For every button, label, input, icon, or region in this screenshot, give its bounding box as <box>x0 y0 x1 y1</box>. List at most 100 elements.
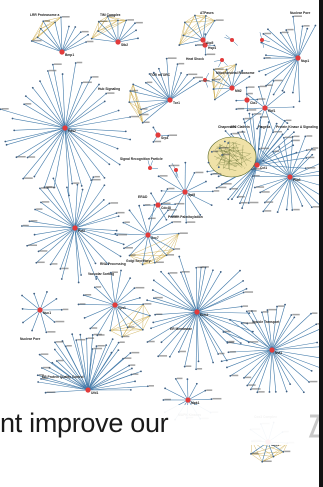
leaf-node <box>125 19 128 22</box>
leaf-node <box>182 34 185 37</box>
core-edge <box>183 15 196 36</box>
leaf-node <box>195 266 198 269</box>
leaf-label-mark <box>168 209 177 211</box>
leaf-node <box>41 367 43 369</box>
hub-node <box>202 42 208 48</box>
spoke-edge <box>271 349 312 372</box>
leaf-label-mark <box>140 113 149 116</box>
spoke-edge <box>297 26 303 59</box>
spoke-edge <box>49 367 89 391</box>
leaf-node <box>278 146 281 148</box>
cluster-title: LRR Proteasome a <box>30 13 59 17</box>
spoke-edge <box>256 164 306 169</box>
leaf-label-mark <box>179 350 186 353</box>
spoke-edge <box>251 169 291 178</box>
leaf-node <box>235 99 238 102</box>
spoke-edge <box>148 204 159 219</box>
leaf-label-mark <box>169 134 178 136</box>
leaf-node <box>85 41 87 43</box>
core-edge <box>250 453 274 457</box>
spoke-edge <box>271 306 278 351</box>
hub-node <box>145 232 151 238</box>
leaf-node <box>55 297 58 300</box>
spoke-edge <box>64 77 92 129</box>
hub-node <box>244 97 250 103</box>
spoke-edge <box>231 76 250 89</box>
spoke-edge <box>32 87 66 129</box>
spoke-edge <box>94 287 116 306</box>
leaf-node <box>247 202 250 204</box>
video-caption-band: nt improve our <box>0 405 323 445</box>
spoke-edge <box>169 80 201 101</box>
leaf-node <box>160 270 162 273</box>
cluster-title: AP2 Clathrin <box>230 125 250 129</box>
leaf-node <box>59 267 62 270</box>
spoke-edge <box>114 270 122 306</box>
leaf-node <box>95 278 98 280</box>
leaf-node <box>60 16 62 19</box>
leaf-node <box>139 114 141 116</box>
dense-cluster-layer <box>207 136 257 178</box>
leaf-node <box>289 383 292 386</box>
spoke-edge <box>64 127 92 181</box>
core-edge <box>139 109 142 116</box>
leaf-node <box>213 19 216 22</box>
leaf-node <box>60 278 63 280</box>
leaf-node <box>128 209 131 212</box>
leaf-node <box>274 391 277 393</box>
leaf-node <box>199 214 202 216</box>
leaf-node <box>272 131 275 134</box>
leaf-label-mark <box>38 374 44 376</box>
spoke-edge <box>39 298 57 311</box>
leaf-node <box>281 89 284 92</box>
leaf-node <box>117 19 119 22</box>
spoke-edge <box>114 287 135 306</box>
leaf-node <box>276 305 278 308</box>
leaf-label-mark <box>292 139 300 142</box>
leaf-label-mark <box>262 311 269 313</box>
hub-node <box>254 162 260 168</box>
spoke-edge <box>153 280 198 313</box>
leaf-node <box>276 211 279 213</box>
screen-edge <box>319 0 323 487</box>
leaf-node <box>168 164 171 167</box>
leaf-node <box>40 378 42 380</box>
core-edge <box>122 327 128 338</box>
core-edge <box>213 69 216 100</box>
core-edge <box>132 84 141 116</box>
spoke-edge <box>265 57 299 76</box>
leaf-label-mark <box>306 135 313 137</box>
spoke-edge <box>161 311 198 343</box>
leaf-node <box>0 108 2 111</box>
leaf-label-mark <box>172 215 179 217</box>
spoke-edge <box>261 42 299 59</box>
leaf-node <box>176 63 179 66</box>
leaf-label-mark <box>220 147 229 149</box>
leaf-node <box>75 339 78 342</box>
leaf-node <box>160 189 163 192</box>
spoke-edge <box>250 349 273 390</box>
spoke-edge <box>289 176 320 186</box>
leaf-node <box>316 341 319 344</box>
leaf-label-mark <box>244 291 254 293</box>
spoke-edge <box>64 116 131 129</box>
leaf-node <box>291 209 294 211</box>
core-edge <box>226 64 237 70</box>
leaf-label-mark <box>264 210 272 212</box>
leaf-node <box>131 367 133 370</box>
spoke-edge <box>75 340 89 391</box>
leaf-node <box>142 303 145 306</box>
leaf-node <box>148 217 150 220</box>
spoke-edge <box>271 349 310 383</box>
core-edge <box>142 262 155 265</box>
leaf-node <box>292 106 295 108</box>
leaf-label-mark <box>244 376 252 379</box>
spoke-edge <box>142 234 149 265</box>
leaf-label-mark <box>259 85 267 88</box>
leaf-label-mark <box>196 44 204 46</box>
spoke-edge <box>282 57 299 91</box>
leaf-node <box>81 188 84 191</box>
leaf-label-mark <box>229 351 236 353</box>
leaf-node <box>121 335 124 338</box>
hub-node <box>167 97 173 103</box>
